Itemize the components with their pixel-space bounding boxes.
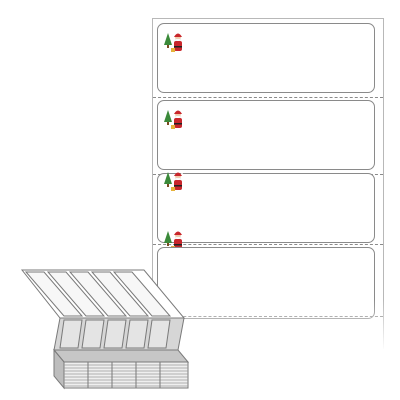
label-2[interactable] [157, 100, 375, 170]
label-3[interactable] [157, 172, 375, 243]
label-1[interactable] [157, 23, 375, 93]
santa-claus-christmas-tree-icon [164, 172, 183, 191]
santa-claus-christmas-tree-icon [164, 33, 183, 52]
perforation-line [153, 244, 383, 245]
label-sheet [152, 18, 384, 349]
fanfold-label-stack-icon [20, 269, 190, 390]
santa-claus-christmas-tree-icon [164, 110, 183, 129]
perforation-line [153, 97, 383, 98]
sheet-fade [150, 300, 386, 360]
